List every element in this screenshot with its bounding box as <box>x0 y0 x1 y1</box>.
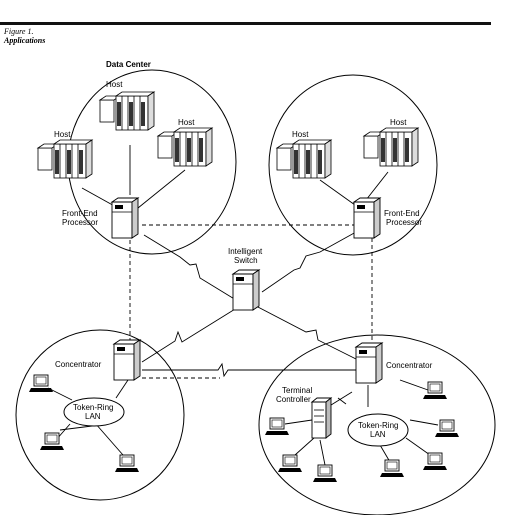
terminal-icon <box>434 419 460 438</box>
terminal-controller-label: Controller <box>276 395 311 404</box>
branch-circle-right <box>258 334 496 515</box>
concentrator-label: Concentrator <box>55 360 102 369</box>
token-ring-left <box>63 397 125 427</box>
token-ring-label: LAN <box>85 412 101 421</box>
front-end-processor-icon <box>353 197 381 239</box>
top-rule <box>0 22 491 25</box>
terminal-icon <box>114 454 140 473</box>
intelligent-switch-label: Switch <box>234 256 258 265</box>
token-ring-label: LAN <box>370 430 386 439</box>
host-label: Host <box>106 80 123 89</box>
token-ring-label: Token-Ring <box>73 403 113 412</box>
remote-site-circle <box>268 74 438 256</box>
terminal-icon <box>422 452 448 471</box>
terminal-controller-label: Terminal <box>282 386 312 395</box>
host-icon <box>157 127 213 167</box>
wan-links <box>141 231 359 378</box>
terminal-icon <box>379 459 405 478</box>
concentrator-icon <box>113 339 141 381</box>
host-label: Host <box>390 118 407 127</box>
token-ring-label: Token-Ring <box>358 421 398 430</box>
host-icon <box>37 139 93 179</box>
terminal-icon <box>264 417 290 436</box>
front-end-processor-label: Front-End <box>384 209 420 218</box>
front-end-processor-label: Front-End <box>62 209 98 218</box>
host-icon <box>99 91 155 131</box>
host-label: Host <box>178 118 195 127</box>
concentrator-icon <box>355 342 383 384</box>
host-icon <box>276 139 332 179</box>
host-links <box>81 145 389 209</box>
terminal-icon <box>422 381 448 400</box>
terminal-icon <box>277 454 303 473</box>
host-label: Host <box>292 130 309 139</box>
front-end-processor-icon <box>111 197 139 239</box>
intelligent-switch-icon <box>232 269 260 311</box>
lan-links <box>284 379 439 466</box>
front-end-processor-label: Processor <box>62 218 98 227</box>
data-center-label: Data Center <box>106 60 151 69</box>
host-label: Host <box>54 130 71 139</box>
figure-caption: Applications <box>4 36 46 45</box>
concentrator-label: Concentrator <box>386 361 433 370</box>
token-ring-right <box>347 413 409 447</box>
intelligent-switch-label: Intelligent <box>228 247 263 256</box>
terminal-icon <box>312 464 338 483</box>
branch-circle-left <box>15 329 185 501</box>
host-icon <box>363 127 419 167</box>
front-end-processor-label: Processor <box>386 218 422 227</box>
figure-number: Figure 1. <box>4 27 34 36</box>
terminal-icon <box>28 374 54 393</box>
terminal-controller-icon <box>310 397 333 439</box>
